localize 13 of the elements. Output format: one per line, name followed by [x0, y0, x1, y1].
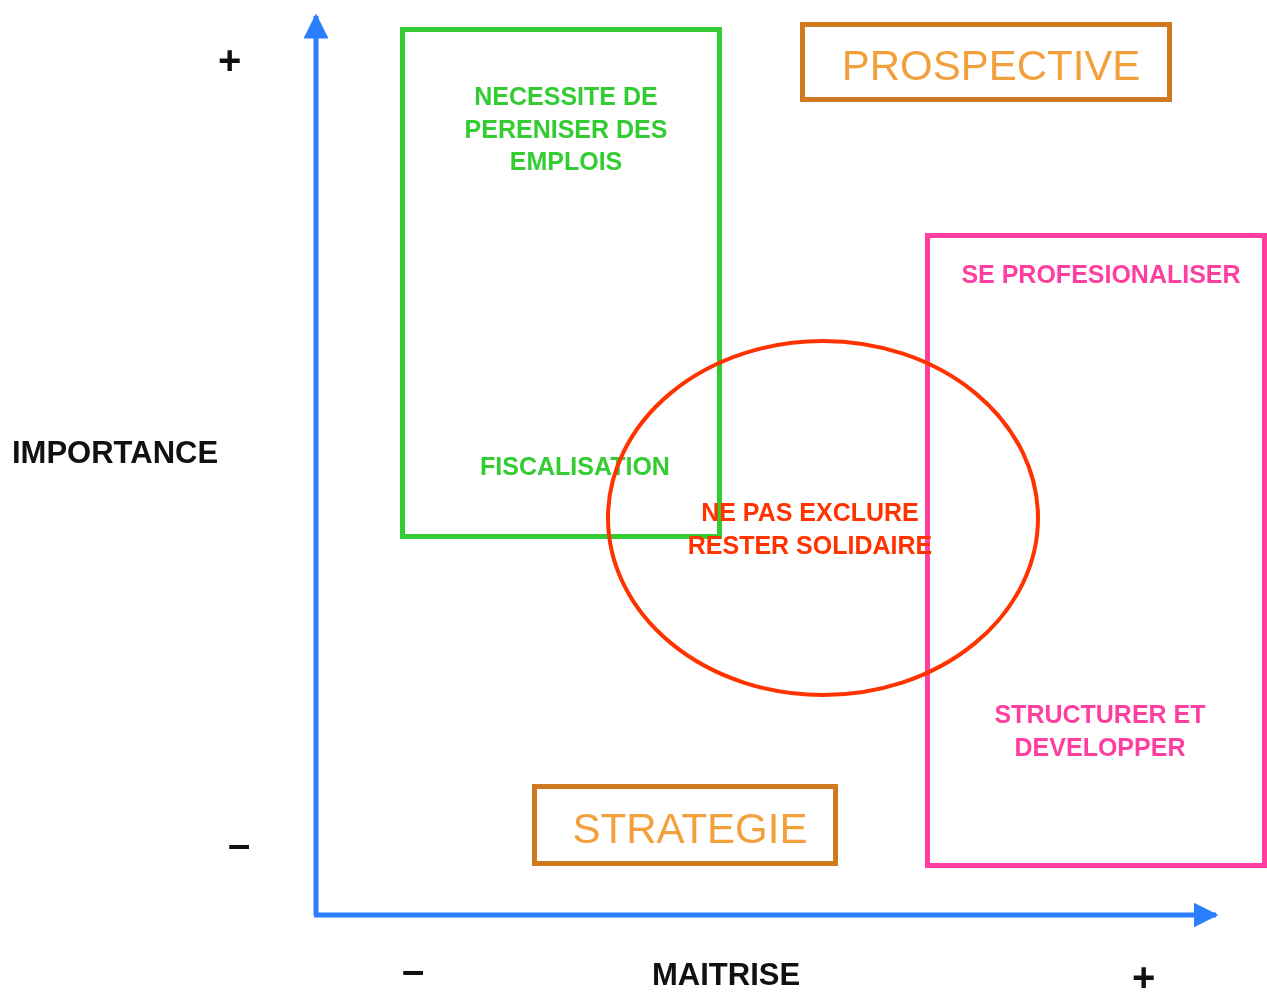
category-box	[532, 784, 838, 866]
category-text: SE PROFESIONALISER	[960, 259, 1242, 290]
axis-title: MAITRISE	[652, 957, 801, 993]
category-text: STRUCTURER ET DEVELOPPER	[993, 699, 1207, 763]
axis-minus-sign: –	[402, 948, 425, 993]
category-box	[800, 22, 1172, 102]
axis-minus-sign: –	[228, 822, 251, 867]
axis-plus-sign: +	[218, 38, 242, 83]
axis-title: IMPORTANCE	[12, 435, 219, 471]
axis-plus-sign: +	[1132, 955, 1156, 996]
category-text: STRATEGIE	[571, 804, 809, 854]
category-text: PROSPECTIVE	[840, 41, 1142, 91]
category-text: NECESSITE DE PERENISER DES EMPLOIS	[463, 81, 669, 177]
